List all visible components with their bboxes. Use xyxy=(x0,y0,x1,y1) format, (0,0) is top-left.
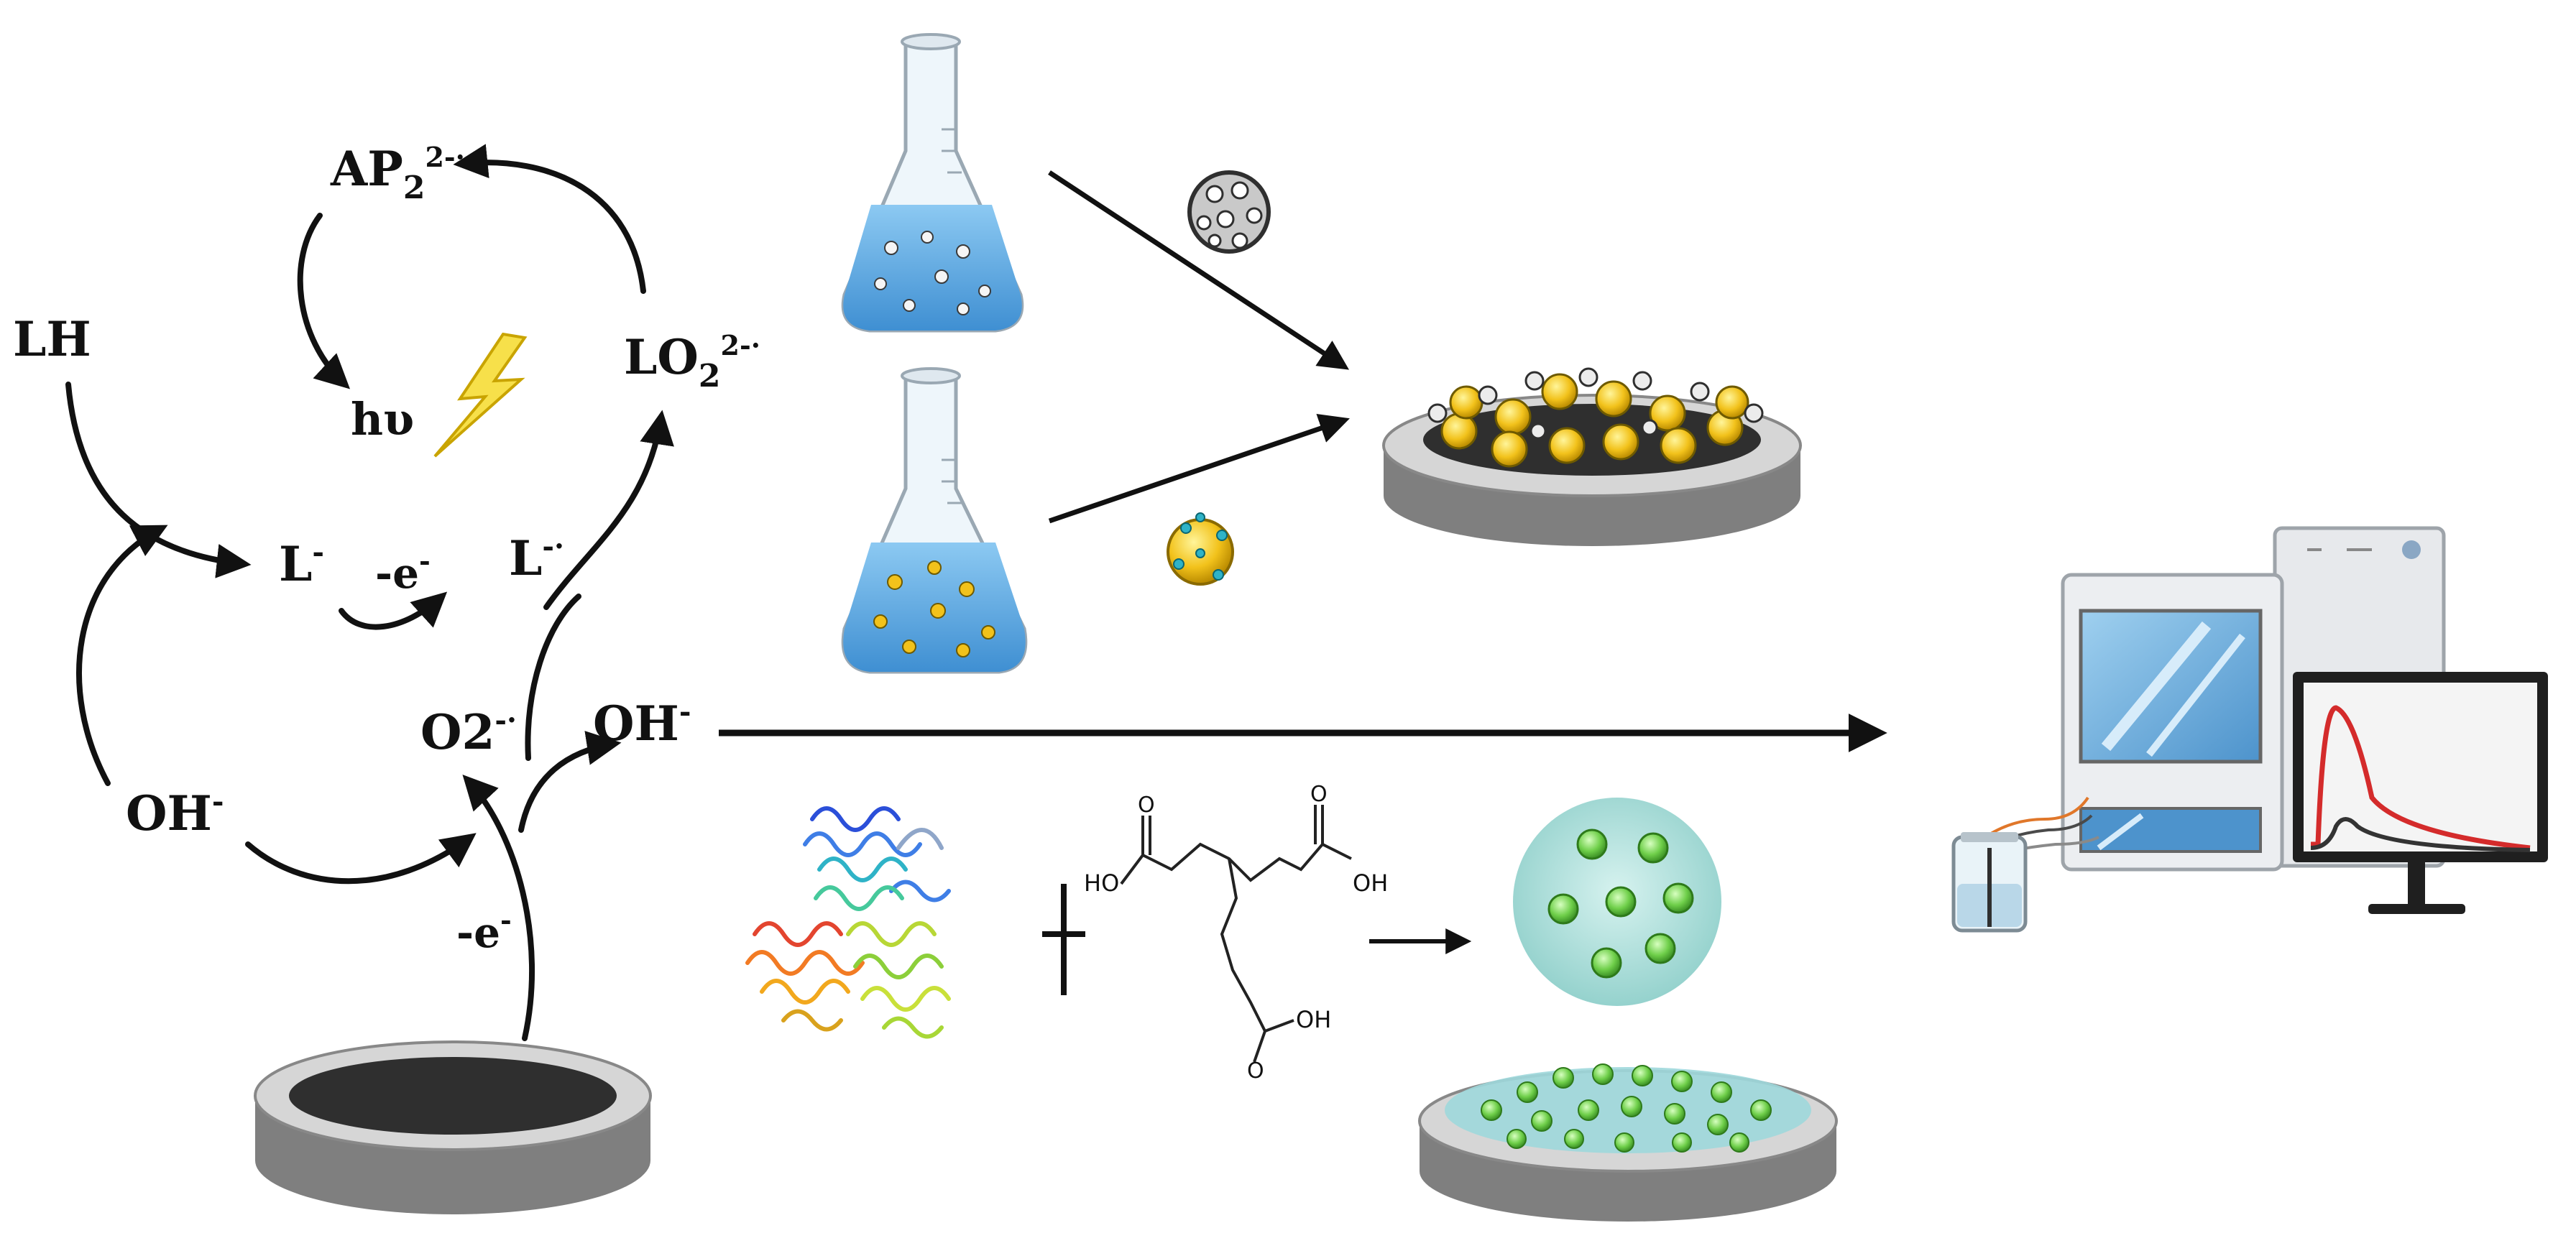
bead-electrode-icon xyxy=(1418,1063,1838,1222)
arrow-oh-to-l xyxy=(76,525,168,786)
erlenmeyer-flask-icon xyxy=(841,367,1028,674)
ecl-analyzer-icon xyxy=(1951,526,2548,933)
cooh-right-label: OH xyxy=(1353,869,1388,897)
carbonyl-o-label-1: O xyxy=(1138,793,1155,818)
erlenmeyer-flask-icon xyxy=(841,33,1024,333)
porous-sphere-icon xyxy=(1187,170,1271,254)
bead-droplet-icon xyxy=(1513,798,1721,1006)
assembly-arrows xyxy=(1048,170,1350,524)
cooh-left-label: HO xyxy=(1084,869,1119,897)
electrode-icon xyxy=(254,1040,652,1214)
cycle-arrows xyxy=(65,144,674,1041)
hydroxide-label-left: OH- xyxy=(126,785,224,841)
electron-loss-label-2: -e- xyxy=(456,904,512,957)
carbonyl-o-label-2: O xyxy=(1310,782,1328,807)
cooh-bottom-label: OH xyxy=(1296,1006,1331,1033)
molecule-labels: HO OH OH O O O xyxy=(1084,782,1388,1084)
lightning-icon xyxy=(433,332,528,458)
ap-label: AP22-· xyxy=(330,141,465,206)
arrow-electrode-to-o2 xyxy=(462,774,535,1041)
l-minus-label: L- xyxy=(279,535,324,592)
arrow-lh-to-l xyxy=(65,382,252,578)
arrow-l-to-lrad xyxy=(339,591,448,630)
nanocomposite-layer xyxy=(1427,367,1764,468)
molecule-structure xyxy=(1120,805,1352,1063)
ecl-mechanism-cycle: AP22-· hυ LH LO22-· L- -e- L-· O2-· OH- xyxy=(13,141,760,1214)
flask-1 xyxy=(841,33,1024,333)
arrow-oh-to-o2 xyxy=(245,833,477,885)
electron-loss-label-1: -e- xyxy=(375,545,431,598)
lo2-label: LO22-· xyxy=(624,329,760,394)
arrow-o2-to-lrad xyxy=(525,594,581,761)
lh-label: LH xyxy=(13,311,91,367)
arrow-lrad-to-lo2 xyxy=(543,410,674,610)
protein-structure-icon xyxy=(745,806,951,1039)
modified-electrode-icon xyxy=(1382,367,1802,546)
l-radical-label: L-· xyxy=(509,530,564,586)
superoxide-label: O2-· xyxy=(420,703,517,760)
plus-sign xyxy=(1042,884,1085,995)
arrow-up-to-oh xyxy=(518,731,622,833)
hv-label: hυ xyxy=(351,393,414,446)
gold-nanoparticle-icon xyxy=(1167,512,1234,586)
ecl-curve-dark xyxy=(2310,817,2531,852)
arrow-ap-to-hv xyxy=(297,213,351,389)
carbonyl-o-label-3: O xyxy=(1247,1058,1264,1084)
arrow-lo2-to-ap xyxy=(453,144,646,294)
ecl-curve-red xyxy=(2311,705,2531,851)
flask-2 xyxy=(841,367,1028,674)
